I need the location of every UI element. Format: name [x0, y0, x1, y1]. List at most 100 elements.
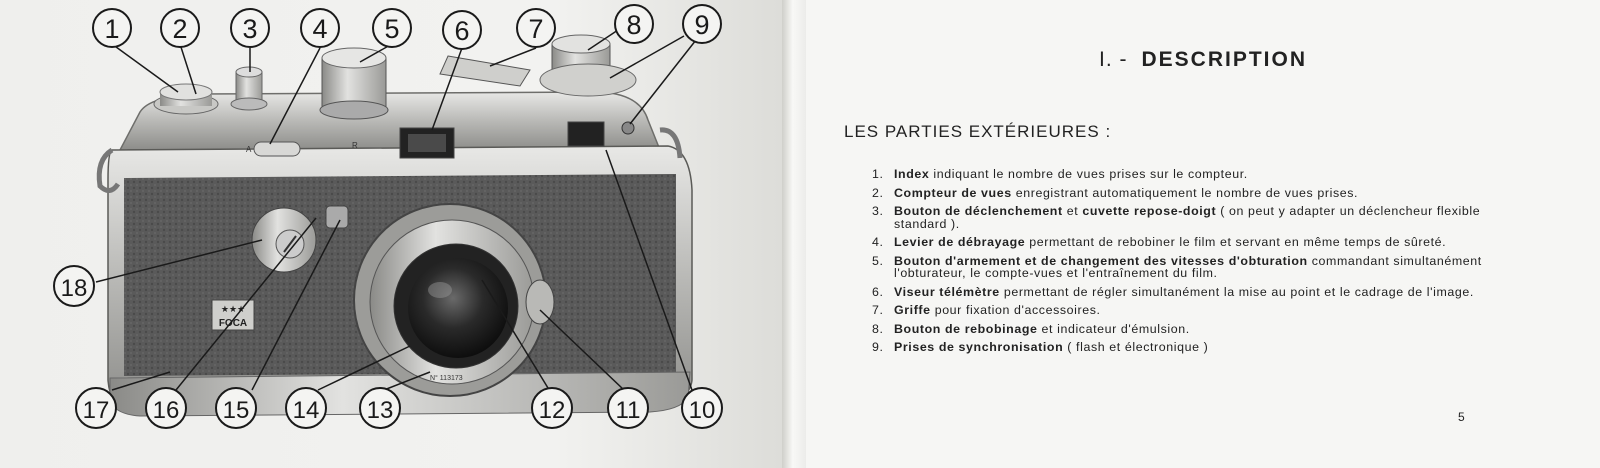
parts-list: 1. Index indiquant le nombre de vues pri… [872, 168, 1482, 360]
item-desc: et indicateur d'émulsion. [1037, 321, 1190, 336]
list-item: 8. Bouton de rebobinage et indicateur d'… [872, 321, 1482, 336]
item-number: 2. [872, 185, 884, 200]
item-term-2: cuvette repose-doigt [1082, 204, 1217, 218]
callout-16: 16 [153, 397, 180, 424]
focus-knob [325, 205, 349, 229]
callout-1: 1 [104, 14, 119, 44]
sync-socket [621, 121, 635, 135]
camera-photo-page: A R N° 113173 ★★★ FOCA [0, 0, 790, 468]
callout-5: 5 [384, 14, 399, 44]
callout-18: 18 [61, 275, 88, 302]
release-lever [253, 141, 301, 157]
callout-circle [442, 10, 482, 50]
item-desc: permettant de régler simultanément la mi… [999, 284, 1474, 299]
callout-circle [230, 8, 270, 48]
item-number: 7. [872, 303, 884, 317]
list-item: 1. Index indiquant le nombre de vues pri… [872, 168, 1482, 181]
callout-circle [215, 387, 257, 429]
callout-circle [681, 387, 723, 429]
item-desc: enregistrant automatiquement le nombre d… [1011, 185, 1359, 200]
item-desc: ( flash et électronique ) [1063, 340, 1209, 354]
badge-stars: ★★★ [221, 305, 245, 315]
item-term: Levier de débrayage [894, 235, 1026, 249]
list-item: 7. Griffe pour fixation d'accessoires. [872, 304, 1482, 317]
mark-a: A [246, 145, 252, 154]
callout-7: 7 [528, 14, 543, 44]
callout-9: 9 [694, 10, 709, 40]
lens-lock [525, 279, 555, 325]
description-page: I. - DESCRIPTION LES PARTIES EXTÉRIEURES … [806, 0, 1600, 468]
callout-8: 8 [626, 10, 641, 40]
mark-r: R [352, 141, 358, 150]
callouts [53, 4, 723, 429]
lens-glass [408, 258, 508, 358]
item-number: 5. [872, 253, 884, 268]
list-item: 4. Levier de débrayage permettant de reb… [872, 236, 1482, 249]
page-gutter [782, 0, 806, 468]
item-term: Bouton d'armement et de changement des v… [894, 253, 1308, 268]
list-item: 5. Bouton d'armement et de changement de… [872, 253, 1482, 280]
title-word: DESCRIPTION [1141, 48, 1307, 71]
strap-lug-right [659, 127, 683, 159]
callout-4: 4 [312, 14, 327, 44]
callout-circle [75, 387, 117, 429]
page-title: I. - DESCRIPTION [806, 48, 1600, 72]
callout-circle [516, 8, 556, 48]
callout-12: 12 [539, 397, 566, 424]
callout-circle [372, 8, 412, 48]
camera-illustration: A R N° 113173 ★★★ FOCA [53, 4, 723, 429]
foca-badge [211, 299, 255, 331]
item-desc: commandant simultanément l'obturateur, l… [894, 253, 1482, 280]
item-term: Bouton de rebobinage [894, 321, 1038, 336]
page-number: 5 [1458, 410, 1465, 424]
callout-14: 14 [293, 397, 320, 424]
section-heading: LES PARTIES EXTÉRIEURES : [844, 122, 1112, 141]
list-item: 3. Bouton de déclenchement et cuvette re… [872, 205, 1482, 230]
callout-2: 2 [172, 14, 187, 44]
item-desc: permettant de rebobiner le film et serva… [1025, 235, 1447, 249]
item-term: Viseur télémètre [894, 284, 1000, 299]
callout-15: 15 [223, 397, 250, 424]
item-term: Index [894, 167, 930, 181]
viewfinder-window [567, 121, 605, 147]
item-desc: indiquant le nombre de vues prises sur l… [929, 167, 1248, 181]
callout-circle [300, 8, 340, 48]
item-number: 6. [872, 284, 884, 299]
item-term: Prises de synchronisation [894, 340, 1064, 354]
item-term: Compteur de vues [894, 185, 1012, 200]
item-term: Bouton de déclenchement [894, 204, 1063, 218]
callout-10: 10 [689, 397, 716, 424]
callout-circle [531, 387, 573, 429]
callout-11: 11 [616, 397, 641, 424]
strap-lug-left [96, 147, 121, 193]
callout-circle [145, 387, 187, 429]
callout-leaders [95, 29, 697, 391]
callout-circle [682, 4, 722, 44]
title-number: I. - [1098, 48, 1128, 71]
callout-3: 3 [242, 14, 257, 44]
callout-circle [53, 265, 95, 307]
callout-circle [607, 387, 649, 429]
callout-6: 6 [454, 16, 469, 46]
callout-circle [359, 387, 401, 429]
callout-13: 13 [367, 397, 394, 424]
callout-circle [92, 8, 132, 48]
item-desc: ( on peut y adapter un déclencheur flexi… [894, 204, 1481, 231]
list-item: 9. Prises de synchronisation ( flash et … [872, 341, 1482, 354]
list-item: 6. Viseur télémètre permettant de régler… [872, 284, 1482, 299]
item-joiner: et [1062, 204, 1083, 218]
item-number: 1. [872, 167, 884, 181]
shutter-release-button [235, 66, 263, 78]
lens-ring-marking: N° 113173 [430, 374, 463, 382]
list-item: 2. Compteur de vues enregistrant automat… [872, 185, 1482, 200]
item-number: 3. [872, 204, 884, 218]
frame-counter-dial [159, 83, 213, 101]
accessory-shoe [439, 55, 531, 87]
item-number: 4. [872, 235, 884, 249]
item-number: 8. [872, 321, 884, 336]
item-term: Griffe [894, 303, 931, 317]
callout-circle [160, 8, 200, 48]
item-number: 9. [872, 340, 884, 354]
callout-numbers: 1 2 3 4 5 6 7 8 9 10 11 12 13 14 15 16 1… [61, 10, 716, 424]
